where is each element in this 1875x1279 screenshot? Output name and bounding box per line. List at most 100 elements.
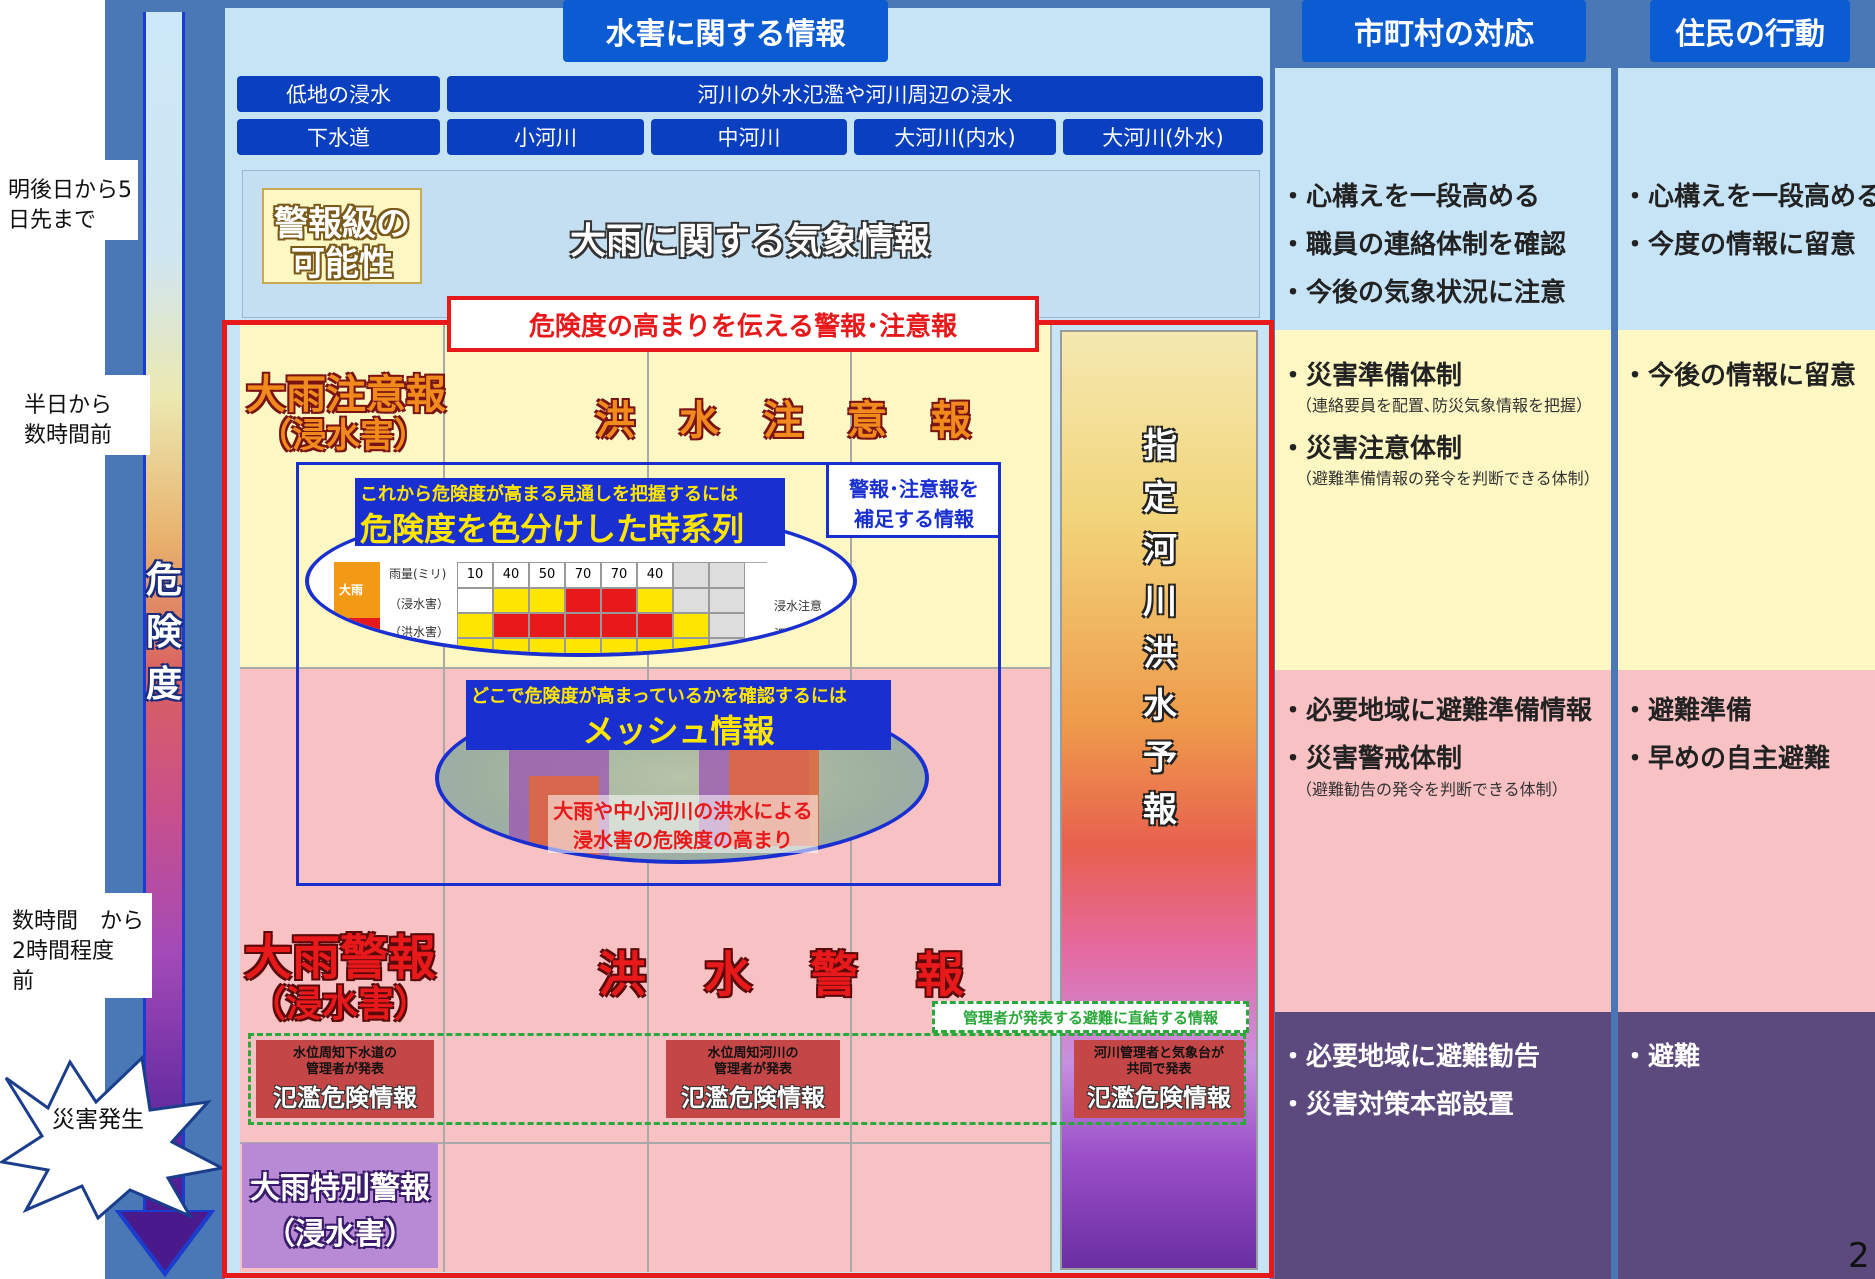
supplement-label: 補足する情報 [854,507,974,531]
flood-advisory-char: 意 [847,398,887,444]
special-warning-sub: （浸水害） [265,1217,415,1252]
table-color-cell [529,638,565,653]
danger-arrow-shaft [143,12,185,1217]
special-warning-label: 大雨特別警報 [250,1171,430,1206]
flood-danger-frame [248,1033,1246,1125]
table-color-cell [709,588,745,613]
timeseries-small-text: これから危険度が高まる見通しを把握するには [360,484,738,505]
table-color-cell [601,588,637,613]
category-large-inner: 大河川(内水) [854,119,1056,155]
residents-item: ・避難 [1622,1042,1701,1072]
grid-line [240,667,1050,669]
header-water-info: 水害に関する情報 [563,0,888,62]
designated-char: 水 [1143,686,1177,726]
category-lowland: 低地の浸水 [237,76,440,112]
heavy-rain-warning: 大雨警報 [243,930,436,986]
table-value-cell: 40 [637,562,673,588]
table-color-cell [601,613,637,638]
table-row-label: （浸水害） [389,597,450,611]
residents-row-3 [1618,670,1875,1012]
flood-warning-char: 水 [704,947,753,1003]
table-color-cell [493,588,529,613]
timeline-label: 半日から [24,393,113,418]
table-color-cell [457,588,493,613]
possibility-text: 警報級の [274,204,410,244]
heavy-rain-advisory: 大雨注意報 [246,372,446,418]
table-color-cell [637,613,673,638]
heavy-rain-warning-sub: （浸水害） [249,984,430,1025]
table-color-cell [601,638,637,653]
municipal-item: ・心構えを一段高める [1280,182,1541,212]
flood-warning: 洪 水 警 報 [598,935,964,1005]
page-number: 2 [1848,1236,1870,1276]
category-sewer: 下水道 [237,119,440,155]
flood-danger-river: 水位周知河川の 管理者が発表 氾濫危険情報 [666,1040,840,1118]
mesh-banner: どこで危険度が高まっているかを確認するには メッシュ情報 [466,680,891,750]
flood-danger-title: 管理者が発表する避難に直結する情報 [932,1001,1249,1033]
residents-row-4 [1618,1012,1875,1279]
weather-info-label: 大雨に関する気象情報 [570,221,931,262]
designated-char: 報 [1143,790,1177,830]
table-tag-flood [334,618,380,653]
table-color-cell [637,638,673,653]
municipal-note: （避難準備情報の発令を判断できる体制） [1296,469,1600,488]
table-color-cell [457,613,493,638]
table-row-label: 雨量(ミリ) [389,567,447,581]
table-color-cell [565,638,601,653]
header-residents: 住民の行動 [1650,0,1850,62]
municipal-item: ・災害注意体制 [1280,434,1463,464]
danger-label: 危 険 度 [142,555,186,711]
table-right-label: 氾濫 [774,627,799,641]
table-color-cell [529,588,565,613]
category-mid-river: 中河川 [651,119,847,155]
danger-arrow-head [114,1210,216,1278]
table-color-cell [673,638,709,653]
danger-char: 危 [145,560,182,601]
municipal-item: ・必要地域に避難勧告 [1280,1042,1541,1072]
table-color-cell [709,638,745,653]
residents-item: ・避難準備 [1622,696,1753,726]
flood-advisory: 洪 水 注 意 報 [595,388,971,446]
flood-danger-note: 水位周知下水道の [292,1046,397,1061]
municipal-row-4 [1275,1012,1611,1279]
table-tag-text: 洪水 [339,626,364,640]
municipal-item: ・災害対策本部設置 [1280,1090,1515,1120]
designated-char: 川 [1143,582,1177,622]
municipal-item: ・災害準備体制 [1280,361,1463,391]
timeline-label: 前 [12,969,35,994]
residents-row-2 [1618,330,1875,670]
header-municipal: 市町村の対応 [1302,0,1586,62]
table-color-cell [637,588,673,613]
burst-icon [0,1054,225,1220]
designated-char: 定 [1143,478,1177,518]
municipal-note: （避難勧告の発令を判断できる体制） [1296,780,1568,799]
timeline-box-1: 明後日から5 日先まで [0,160,138,240]
flood-warning-char: 報 [916,947,965,1003]
designated-char: 指 [1143,426,1177,466]
supplement-label-box: 警報･注意報を 補足する情報 [826,462,1001,538]
municipal-row-1 [1275,68,1611,330]
table-color-cell [529,613,565,638]
residents-item: ・早めの自主避難 [1622,744,1831,774]
table-color-cell [493,638,529,653]
table-value-cell: 50 [529,562,565,588]
table-color-cell [493,613,529,638]
table-value-cell [709,562,745,588]
table-row-label: （洪水害） [389,625,450,639]
table-value-cell: 10 [457,562,493,588]
designated-char: 予 [1143,738,1177,778]
supplement-box [296,462,1001,886]
mesh-title: メッシュ情報 [582,712,775,750]
timeseries-banner: これから危険度が高まる見通しを把握するには 危険度を色分けした時系列 [355,478,785,548]
municipal-item: ・職員の連絡体制を確認 [1280,230,1567,260]
table-tag-text: 大雨 [339,583,364,597]
designated-char: 洪 [1143,634,1177,674]
table-color-cell [673,588,709,613]
table-value-cell: 70 [565,562,601,588]
timeline-label: 2時間程度 [12,939,114,964]
flood-warning-char: 警 [810,947,859,1003]
municipal-item: ・災害警戒体制 [1280,744,1463,774]
supplement-label: 警報･注意報を [849,477,979,501]
flood-danger-note: 水位周知河川の [707,1046,799,1061]
table-color-cell [457,638,493,653]
